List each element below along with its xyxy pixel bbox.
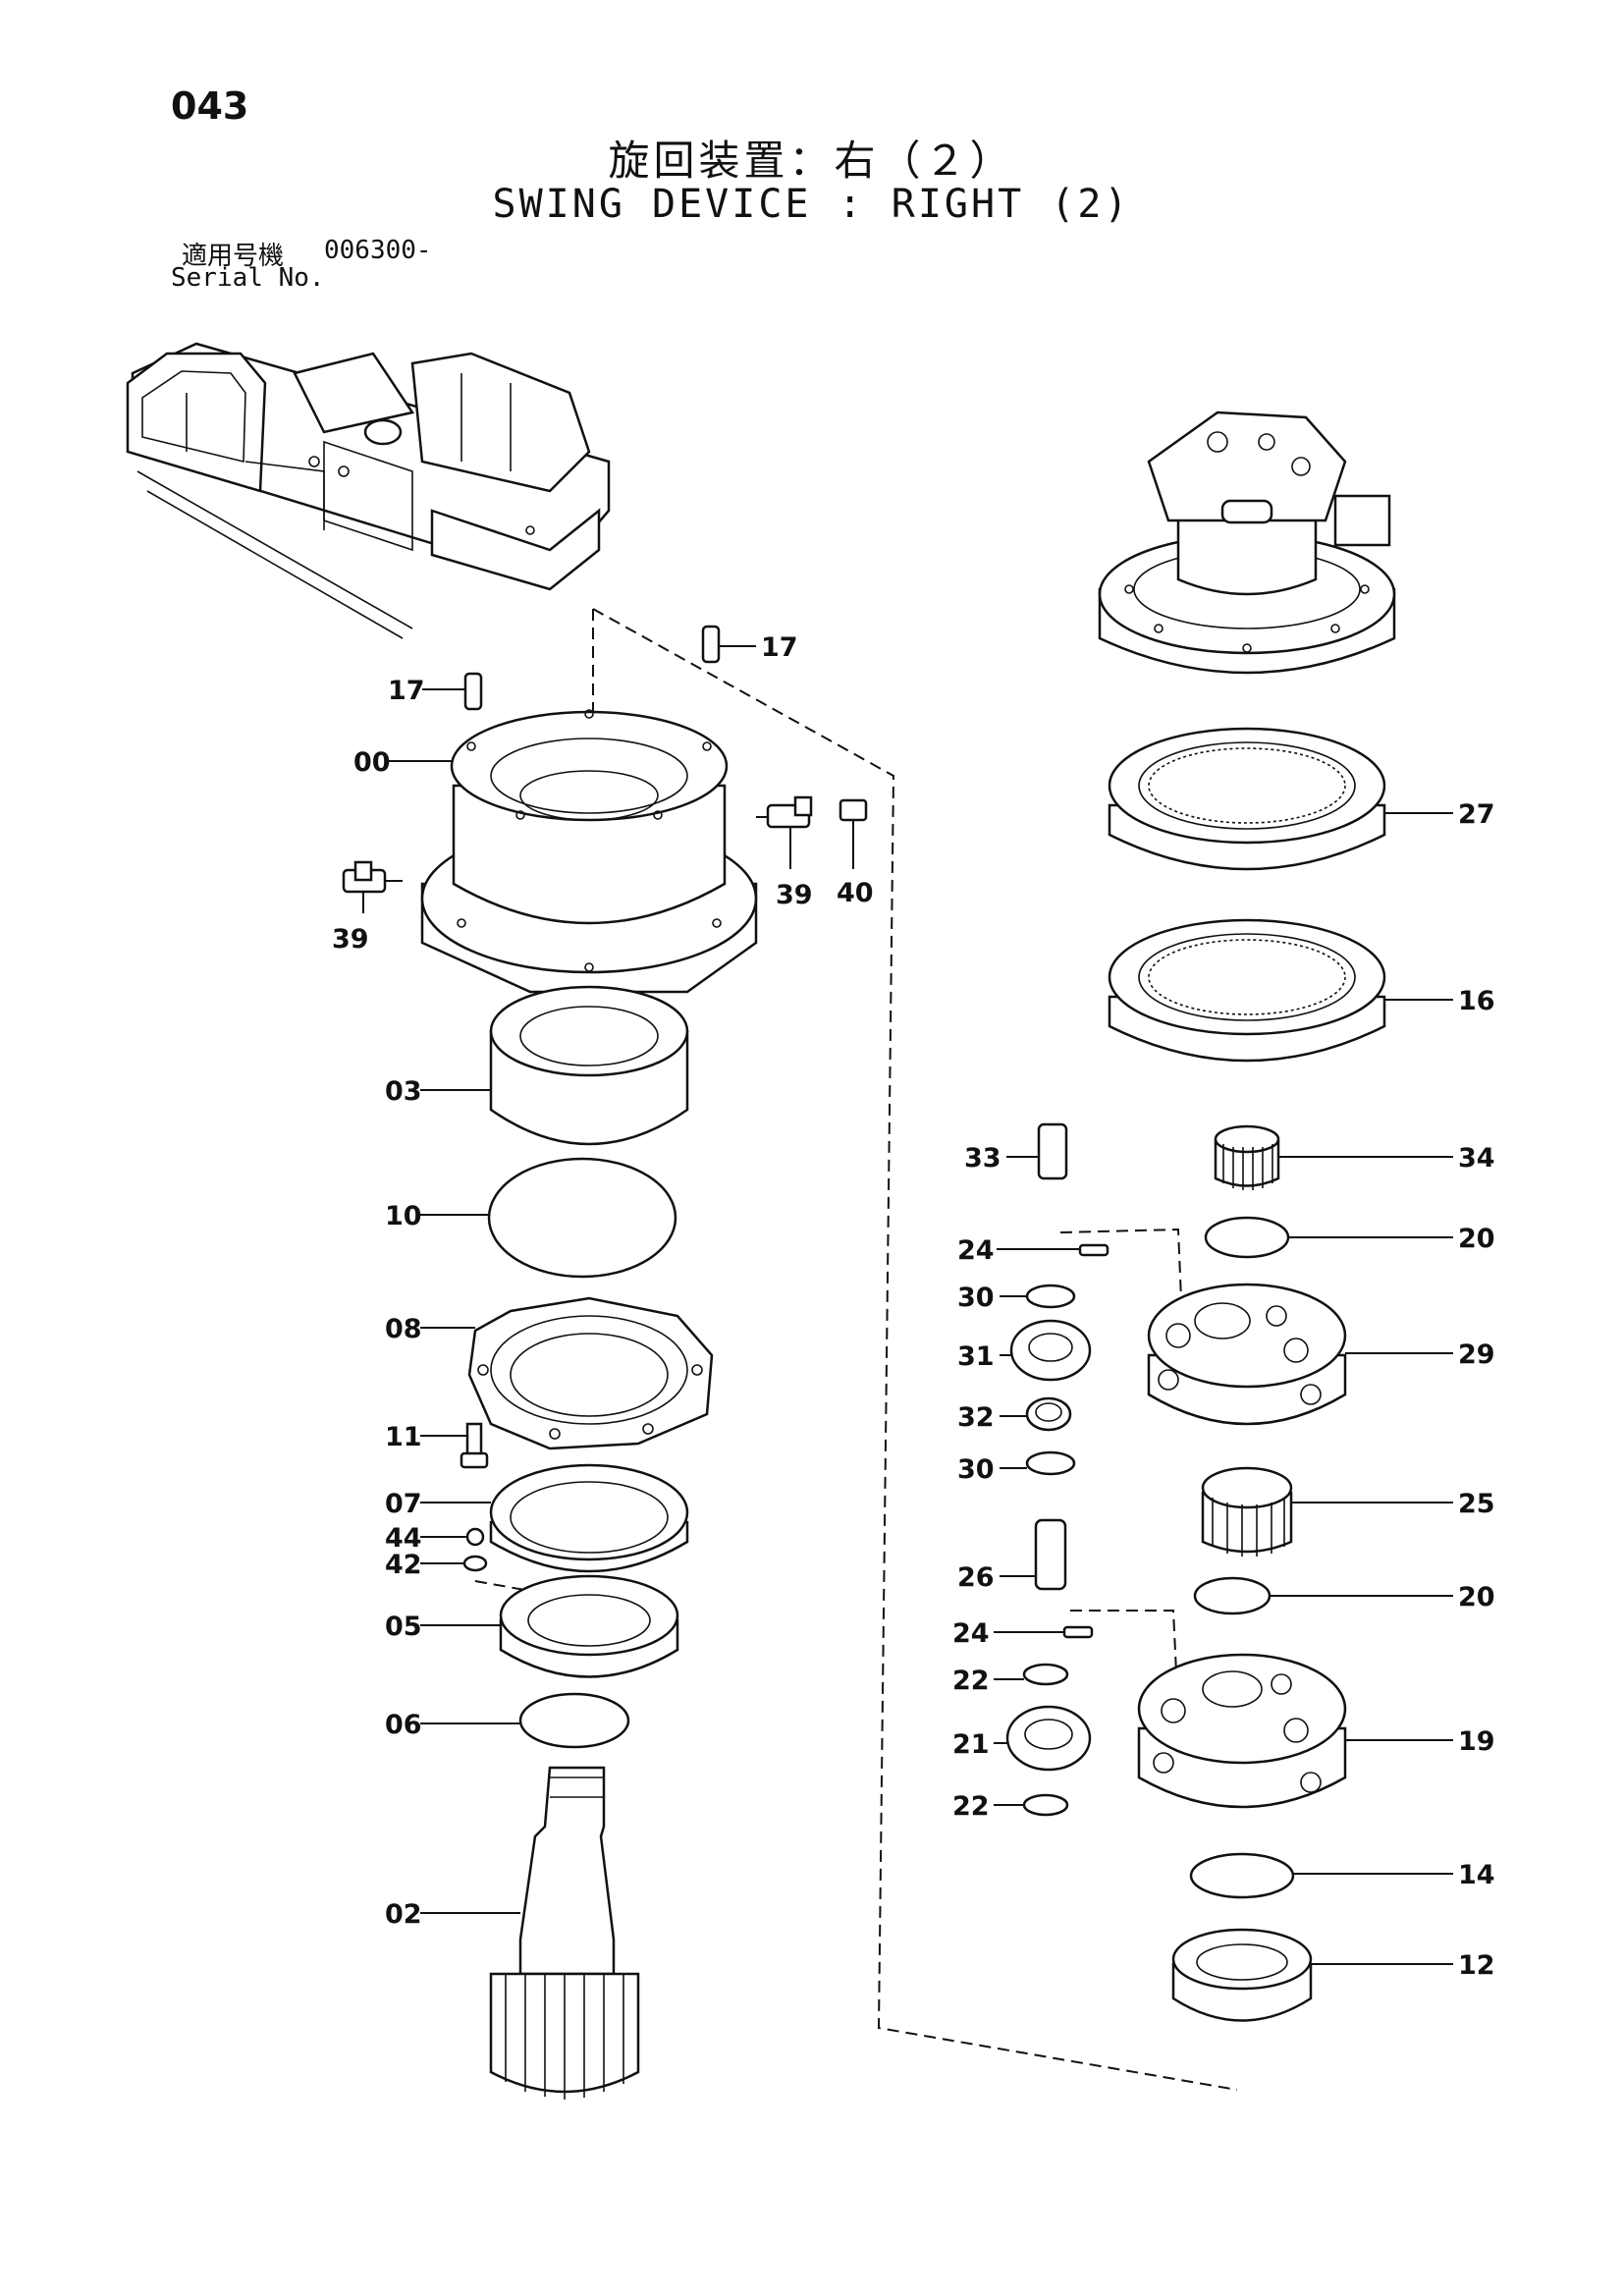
spring-pin-24-lower <box>1062 1625 1094 1639</box>
callout-40: 40 <box>837 878 874 908</box>
sensor-fitting-39-right <box>756 795 813 829</box>
thrust-plate-20-lower <box>1193 1576 1271 1615</box>
cover-08 <box>467 1296 714 1450</box>
callout-30-upper: 30 <box>957 1283 995 1313</box>
washer-42 <box>462 1555 488 1572</box>
planet-gear-21 <box>1005 1705 1092 1772</box>
serial-number-range: 006300- <box>324 236 432 265</box>
snap-ring-14 <box>1189 1852 1295 1899</box>
ring-gear-27 <box>1108 727 1386 871</box>
callout-26: 26 <box>957 1562 995 1593</box>
callout-34: 34 <box>1458 1143 1495 1174</box>
output-shaft-02 <box>489 1766 640 2100</box>
callout-33: 33 <box>964 1143 1001 1174</box>
callout-03: 03 <box>385 1076 422 1107</box>
planet-gear-31 <box>1009 1319 1092 1382</box>
title-english: SWING DEVICE : RIGHT (2) <box>492 182 1131 227</box>
callout-39-left: 39 <box>332 924 369 955</box>
callout-14: 14 <box>1458 1860 1495 1890</box>
callout-21: 21 <box>952 1729 990 1760</box>
thrust-washer-30-upper <box>1025 1284 1076 1309</box>
callout-25: 25 <box>1458 1489 1495 1519</box>
swing-housing-00 <box>420 709 758 994</box>
needle-bearing-32 <box>1025 1396 1072 1432</box>
callout-22-upper: 22 <box>952 1666 990 1696</box>
callout-00: 00 <box>353 747 391 778</box>
callout-24-upper: 24 <box>957 1235 995 1266</box>
callout-27: 27 <box>1458 799 1495 830</box>
callout-20-upper: 20 <box>1458 1224 1495 1254</box>
callout-17-right: 17 <box>761 632 798 663</box>
ring-gear-16 <box>1108 918 1386 1063</box>
dowel-pin-17-left <box>463 672 483 711</box>
callout-31: 31 <box>957 1341 995 1372</box>
callout-24-lower: 24 <box>952 1618 990 1649</box>
callout-16: 16 <box>1458 986 1495 1016</box>
thrust-washer-22-lower <box>1022 1793 1069 1817</box>
pin-26 <box>1034 1518 1067 1591</box>
callout-leaders <box>362 645 1453 1965</box>
title-japanese: 旋回装置：右（２） <box>608 137 1015 185</box>
sensor-fitting-39-left <box>342 860 403 894</box>
plate-10 <box>487 1157 677 1279</box>
thrust-washer-22-upper <box>1022 1663 1069 1686</box>
planet-carrier-29 <box>1147 1283 1347 1426</box>
dowel-pin-17-right <box>701 625 721 664</box>
pin-33 <box>1037 1122 1068 1180</box>
callout-labels: 17 17 00 39 39 40 27 16 03 10 08 11 07 4… <box>332 632 1495 1981</box>
assembly-dash-line-center <box>592 608 1238 2091</box>
callout-42: 42 <box>385 1550 422 1580</box>
callout-11: 11 <box>385 1422 422 1452</box>
sun-gear-25 <box>1201 1466 1293 1557</box>
plate-06 <box>518 1692 630 1749</box>
ring-05 <box>499 1574 679 1678</box>
bearing-03 <box>489 985 689 1146</box>
page-number: 043 <box>171 84 249 128</box>
serial-label-japanese: 適用号機 <box>182 242 285 271</box>
callout-12: 12 <box>1458 1950 1495 1981</box>
callout-06: 06 <box>385 1710 422 1740</box>
thrust-plate-20-upper <box>1204 1216 1290 1259</box>
callout-30-lower: 30 <box>957 1454 995 1485</box>
callout-44: 44 <box>385 1523 422 1554</box>
callout-17-left: 17 <box>388 676 425 706</box>
callout-07: 07 <box>385 1489 422 1519</box>
callout-39-right: 39 <box>776 880 813 910</box>
bearing-12 <box>1171 1928 1313 2022</box>
swing-motor-assembly <box>1098 410 1396 675</box>
nipple-44 <box>465 1527 485 1547</box>
sun-gear-34 <box>1214 1124 1280 1190</box>
oil-seal-07 <box>489 1463 689 1573</box>
serial-label-english: Serial No. <box>171 263 325 293</box>
callout-32: 32 <box>957 1402 995 1433</box>
callout-05: 05 <box>385 1612 422 1642</box>
thrust-washer-30-lower <box>1025 1450 1076 1476</box>
excavator-overview-illustration <box>126 342 611 639</box>
callout-20-lower: 20 <box>1458 1582 1495 1613</box>
callout-19: 19 <box>1458 1726 1495 1757</box>
callout-10: 10 <box>385 1201 422 1231</box>
plug-40 <box>839 798 868 822</box>
bolt-11 <box>460 1422 489 1469</box>
planet-carrier-19 <box>1137 1653 1347 1809</box>
callout-02: 02 <box>385 1899 422 1930</box>
spring-pin-24-upper <box>1078 1243 1109 1257</box>
callout-08: 08 <box>385 1314 422 1344</box>
callout-22-lower: 22 <box>952 1791 990 1822</box>
callout-29: 29 <box>1458 1339 1495 1370</box>
